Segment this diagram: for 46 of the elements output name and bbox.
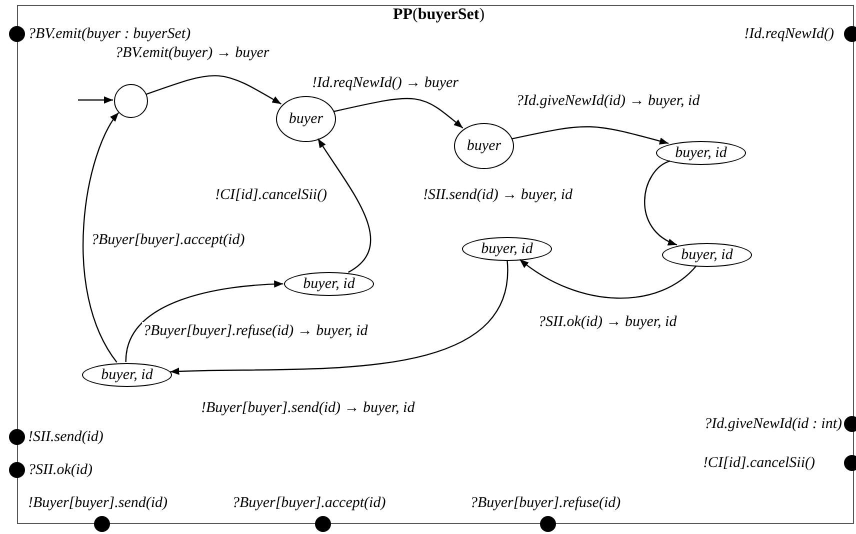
- state-ellipse: buyer, id: [284, 272, 374, 296]
- port-label: !CI[id].cancelSii(): [702, 454, 815, 472]
- state-ellipse: buyer: [276, 96, 336, 142]
- edge-label: !Id.reqNewId() → buyer: [311, 74, 460, 92]
- transition-arrow: [78, 96, 113, 104]
- port-dot: [540, 516, 556, 532]
- transition-arrow: [125, 280, 284, 362]
- transition-arrow: [82, 112, 120, 363]
- port-dot: [9, 26, 25, 42]
- edge-label: ?Buyer[buyer].accept(id): [90, 231, 246, 249]
- port-label: ?Buyer[buyer].accept(id): [232, 494, 386, 512]
- state-ellipse: buyer: [454, 123, 514, 169]
- port-dot: [844, 416, 856, 432]
- transition-arrow: [170, 260, 508, 376]
- edge-label: ?BV.emit(buyer) → buyer: [114, 44, 270, 62]
- port-dot: [9, 462, 25, 478]
- port-label: ?SII.ok(id): [28, 461, 93, 479]
- port-dot: [844, 26, 856, 42]
- state-ellipse: buyer, id: [462, 237, 552, 261]
- port-label: !Buyer[buyer].send(id): [28, 494, 168, 512]
- edge-label: !Buyer[buyer].send(id) → buyer, id: [200, 399, 416, 417]
- edge-label: ?Id.giveNewId(id) → buyer, id: [515, 92, 701, 110]
- port-dot: [315, 516, 331, 532]
- edge-label: ?SII.ok(id) → buyer, id: [537, 313, 678, 331]
- transition-arrow: [146, 75, 282, 105]
- transition-arrow: [644, 160, 678, 246]
- port-label: ?Id.giveNewId(id : int): [704, 415, 842, 433]
- port-label: !Id.reqNewId(): [744, 25, 834, 43]
- transition-arrow: [512, 126, 669, 145]
- edge-label: !SII.send(id) → buyer, id: [422, 186, 574, 204]
- transition-arrow: [334, 98, 464, 128]
- state-ellipse: buyer, id: [662, 243, 752, 267]
- state-ellipse: buyer, id: [656, 141, 746, 165]
- port-dot: [844, 455, 856, 471]
- port-label: ?BV.emit(buyer : buyerSet): [28, 25, 191, 43]
- port-label: !SII.send(id): [28, 428, 104, 446]
- edge-label: !CI[id].cancelSii(): [214, 186, 328, 204]
- edge-label: ?Buyer[buyer].refuse(id) → buyer, id: [142, 322, 369, 340]
- initial-state-circle: [114, 84, 148, 118]
- port-dot: [9, 429, 25, 445]
- port-label: ?Buyer[buyer].refuse(id): [470, 494, 621, 512]
- transition-arrow: [317, 138, 372, 273]
- port-dot: [94, 516, 110, 532]
- state-ellipse: buyer, id: [82, 363, 172, 387]
- frame-title: PP(buyerSet): [393, 6, 485, 24]
- transition-arrow: [519, 258, 697, 299]
